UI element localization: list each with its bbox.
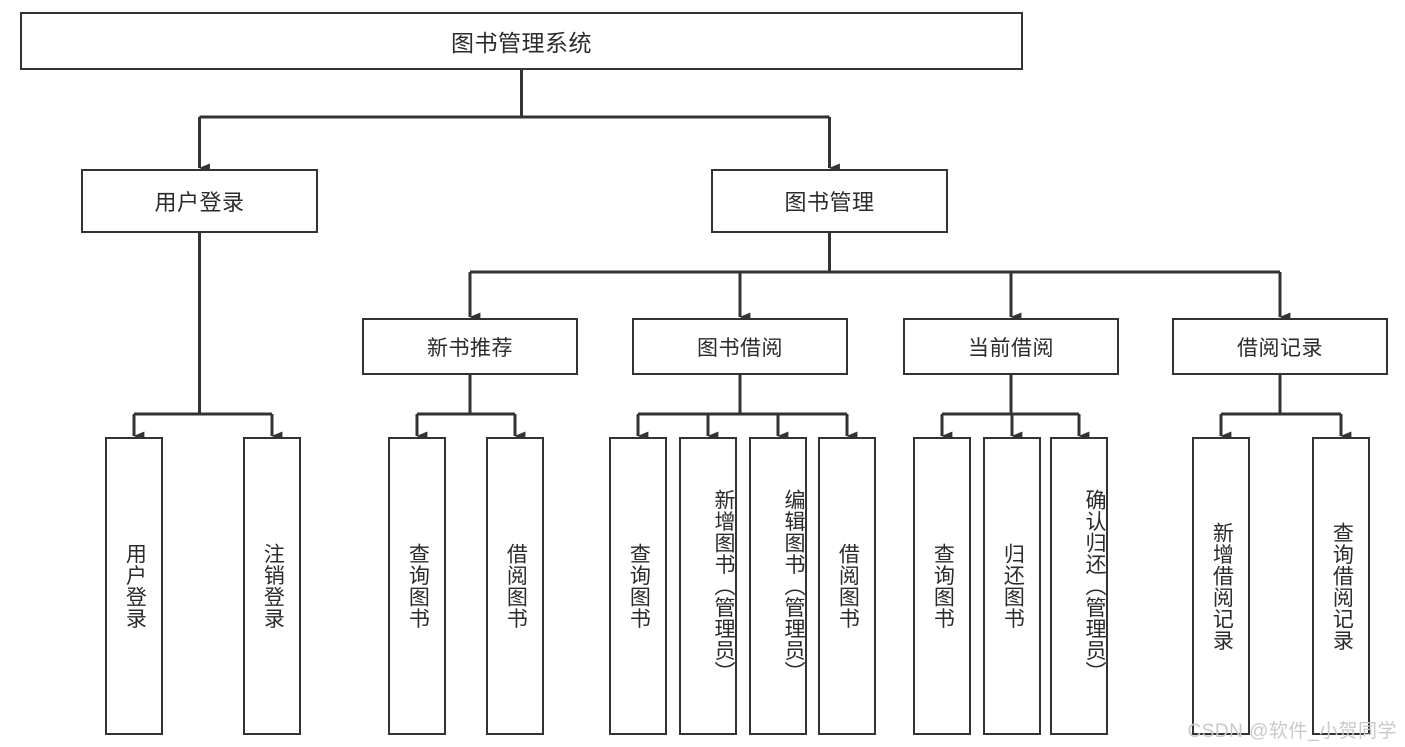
node-leaf-query-book-2[interactable]: 查询图书 xyxy=(609,437,667,735)
node-user-login[interactable]: 用户登录 xyxy=(81,169,318,233)
node-leaf-borrow-book-1[interactable]: 借阅图书 xyxy=(486,437,544,735)
node-book-borrow[interactable]: 图书借阅 xyxy=(632,318,848,375)
node-leaf-user-logout[interactable]: 注销登录 xyxy=(243,437,301,735)
node-borrow-record[interactable]: 借阅记录 xyxy=(1172,318,1388,375)
node-root-book-management-system[interactable]: 图书管理系统 xyxy=(20,12,1023,70)
node-leaf-add-record[interactable]: 新增借阅记录 xyxy=(1192,437,1250,735)
node-leaf-return-book[interactable]: 归还图书 xyxy=(983,437,1041,735)
csdn-watermark: CSDN @软件_小贺同学 xyxy=(1187,721,1397,742)
node-leaf-edit-book[interactable]: 编辑图书（管理员） xyxy=(749,437,807,735)
node-book-management[interactable]: 图书管理 xyxy=(711,169,948,233)
node-leaf-add-book[interactable]: 新增图书（管理员） xyxy=(679,437,737,735)
node-leaf-query-record[interactable]: 查询借阅记录 xyxy=(1312,437,1370,735)
node-leaf-user-login[interactable]: 用户登录 xyxy=(105,437,163,735)
node-new-book-recommend[interactable]: 新书推荐 xyxy=(362,318,578,375)
node-current-borrow[interactable]: 当前借阅 xyxy=(903,318,1119,375)
node-leaf-borrow-book-2[interactable]: 借阅图书 xyxy=(818,437,876,735)
node-leaf-query-book-1[interactable]: 查询图书 xyxy=(388,437,446,735)
node-leaf-confirm-return[interactable]: 确认归还（管理员） xyxy=(1050,437,1108,735)
node-leaf-query-book-3[interactable]: 查询图书 xyxy=(913,437,971,735)
